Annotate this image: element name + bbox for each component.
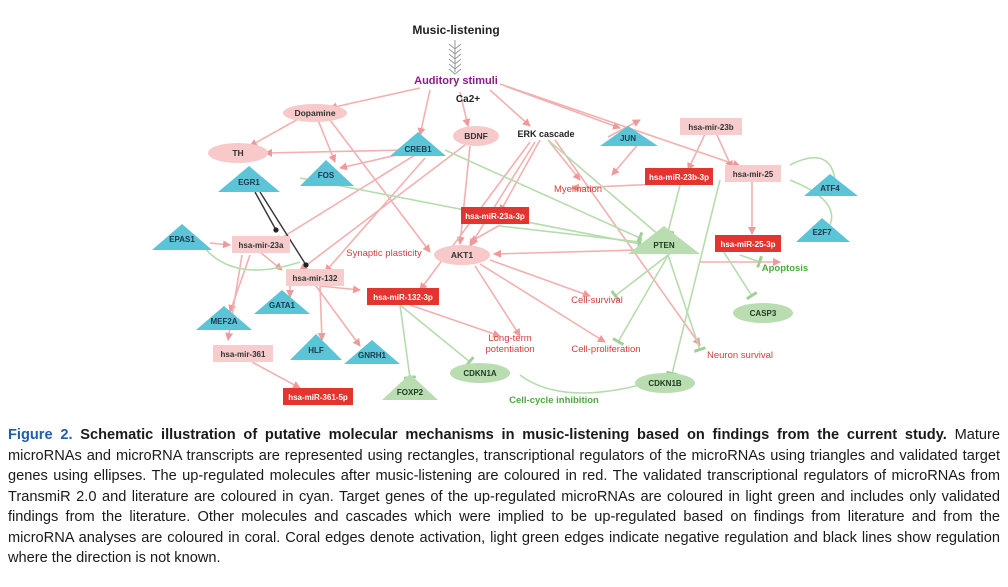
cell-proliferation-label: Cell-proliferation [571, 344, 640, 355]
epas1-node: EPAS1 [152, 224, 212, 250]
svg-text:PTEN: PTEN [653, 241, 675, 250]
mir-25-node: hsa-mir-25 [725, 165, 781, 182]
svg-text:GATA1: GATA1 [269, 301, 295, 310]
svg-text:EPAS1: EPAS1 [169, 235, 195, 244]
apoptosis-label: Apoptosis [762, 263, 808, 274]
cell-cycle-inhibition-label: Cell-cycle inhibition [509, 395, 599, 406]
mir-132-3p-node: hsa-miR-132-3p [367, 288, 439, 305]
figure-caption-body: Mature microRNAs and microRNA transcript… [8, 427, 1001, 566]
svg-text:HLF: HLF [308, 346, 324, 355]
dopamine-node: Dopamine [283, 104, 347, 122]
cell-survival-label: Cell-survival [571, 295, 623, 306]
creb1-node: CREB1 [390, 132, 446, 156]
ltp-label-line1: Long-term [488, 333, 531, 344]
figure-title: Schematic illustration of putative molec… [80, 427, 947, 443]
mef2a-node: MEF2A [196, 306, 252, 330]
svg-text:hsa-mir-361: hsa-mir-361 [221, 350, 266, 359]
ltp-label-line2: potentiation [485, 344, 534, 355]
mir-23a-3p-node: hsa-miR-23a-3p [461, 207, 529, 224]
svg-text:TH: TH [232, 148, 243, 158]
atf4-node: ATF4 [804, 174, 858, 196]
svg-text:ATF4: ATF4 [820, 184, 840, 193]
fos-node: FOS [300, 160, 354, 186]
ca2-label: Ca2+ [456, 94, 480, 105]
pten-node: PTEN [628, 226, 700, 254]
svg-text:GNRH1: GNRH1 [358, 351, 387, 360]
hlf-node: HLF [290, 334, 342, 360]
negative-curves [199, 156, 836, 394]
unknown-edges [254, 191, 309, 268]
bdnf-node: BDNF [453, 126, 499, 146]
music-arrow [448, 40, 462, 75]
th-node: TH [208, 143, 268, 163]
svg-text:hsa-miR-25-3p: hsa-miR-25-3p [720, 240, 775, 249]
casp3-node: CASP3 [733, 303, 793, 323]
jun-node: JUN [600, 126, 658, 146]
music-listening-label: Music-listening [412, 23, 499, 37]
svg-text:hsa-mir-25: hsa-mir-25 [733, 170, 774, 179]
neuron-survival-label: Neuron survival [707, 350, 773, 361]
mir-132-node: hsa-mir-132 [286, 269, 344, 286]
figure-caption: Figure 2. Schematic illustration of puta… [8, 425, 1000, 569]
mir-361-node: hsa-mir-361 [213, 345, 273, 362]
svg-text:E2F7: E2F7 [812, 228, 832, 237]
cdkn1a-node: CDKN1A [450, 363, 510, 383]
svg-text:Dopamine: Dopamine [294, 108, 335, 118]
svg-text:EGR1: EGR1 [238, 178, 260, 187]
mir-23b-3p-node: hsa-miR-23b-3p [645, 168, 713, 185]
synaptic-plasticity-label: Synaptic plasticity [346, 248, 422, 259]
svg-text:hsa-miR-23b-3p: hsa-miR-23b-3p [649, 173, 709, 182]
egr1-node: EGR1 [218, 166, 280, 192]
svg-text:AKT1: AKT1 [451, 250, 473, 260]
svg-text:hsa-miR-132-3p: hsa-miR-132-3p [373, 293, 433, 302]
mir-25-3p-node: hsa-miR-25-3p [715, 235, 781, 252]
svg-text:CREB1: CREB1 [404, 145, 432, 154]
svg-text:CASP3: CASP3 [750, 309, 777, 318]
myelination-label: Myelination [554, 184, 602, 195]
svg-text:FOS: FOS [318, 171, 335, 180]
svg-text:hsa-mir-23a: hsa-mir-23a [239, 241, 284, 250]
svg-text:hsa-mir-23b: hsa-mir-23b [688, 123, 733, 132]
akt1-node: AKT1 [434, 245, 490, 265]
erk-cascade-label: ERK cascade [517, 129, 574, 139]
svg-text:CDKN1B: CDKN1B [648, 379, 682, 388]
svg-text:FOXP2: FOXP2 [397, 388, 424, 397]
foxp2-node: FOXP2 [382, 374, 438, 400]
svg-text:hsa-miR-23a-3p: hsa-miR-23a-3p [465, 212, 525, 221]
svg-text:hsa-miR-361-5p: hsa-miR-361-5p [288, 393, 348, 402]
svg-text:MEF2A: MEF2A [210, 317, 237, 326]
svg-text:CDKN1A: CDKN1A [463, 369, 497, 378]
gata1-node: GATA1 [254, 290, 310, 314]
molecular-mechanism-diagram: Music-listening Auditory stimuli Ca2+ Do… [152, 23, 858, 406]
svg-text:BDNF: BDNF [464, 131, 488, 141]
mir-23a-node: hsa-mir-23a [232, 236, 290, 253]
auditory-stimuli-label: Auditory stimuli [414, 75, 498, 87]
e2f7-node: E2F7 [796, 218, 850, 242]
figure-label: Figure 2. [8, 427, 73, 443]
gnrh1-node: GNRH1 [344, 340, 400, 364]
mir-361-5p-node: hsa-miR-361-5p [283, 388, 353, 405]
svg-text:hsa-mir-132: hsa-mir-132 [293, 274, 338, 283]
mir-23b-node: hsa-mir-23b [680, 118, 742, 135]
cdkn1b-node: CDKN1B [635, 373, 695, 393]
svg-text:JUN: JUN [620, 134, 636, 143]
